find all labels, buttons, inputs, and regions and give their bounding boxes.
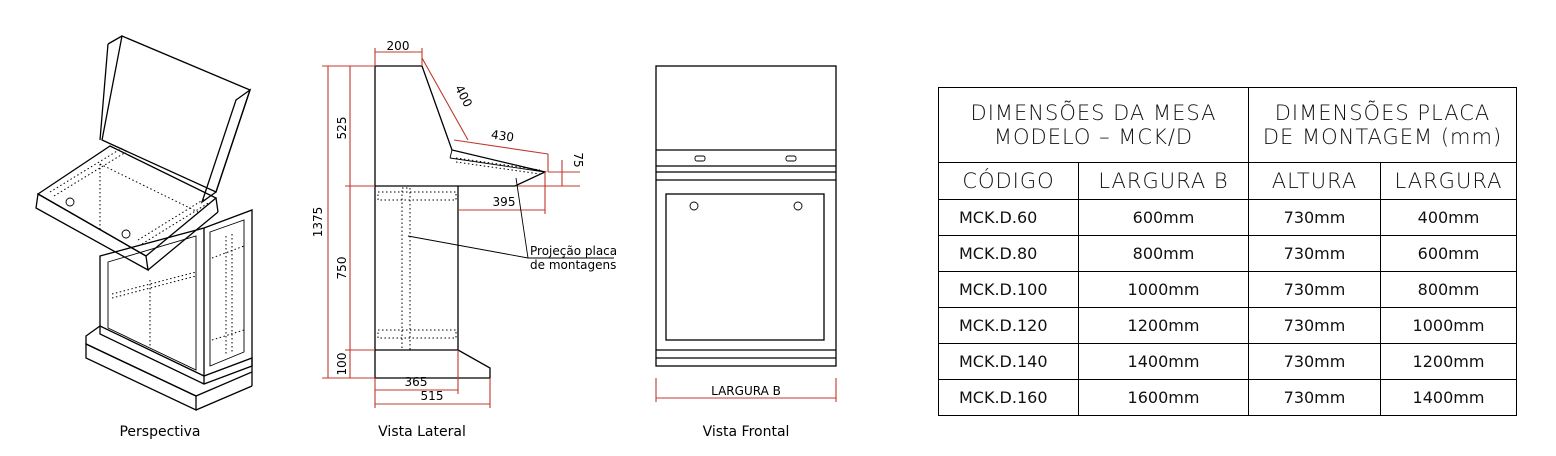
cell-plate-width: 1400mm [1380, 379, 1517, 416]
cell-code: MCK.D.140 [938, 343, 1079, 380]
header-left-line2: MODELO – MCK/D [993, 125, 1194, 149]
cell-code: MCK.D.160 [938, 379, 1079, 416]
perspective-caption: Perspectiva [119, 424, 200, 440]
technical-drawing: Perspectiva [35, 35, 837, 440]
dim-750: 750 [335, 257, 349, 280]
perspective-view: Perspectiva [35, 35, 253, 440]
mounting-plate-note-line2: de montagens [530, 258, 616, 272]
cell-plate-height: 730mm [1248, 379, 1381, 416]
front-view: LARGURA B Vista Frontal [655, 65, 837, 440]
cell-plate-height: 730mm [1248, 199, 1381, 236]
column-header-plate-width: LARGURA [1380, 162, 1517, 200]
dim-400: 400 [452, 83, 475, 110]
table-column-header-row: CÓDIGO LARGURA B ALTURA LARGURA [938, 162, 1517, 200]
cell-width-b: 600mm [1078, 199, 1249, 236]
cell-plate-width: 400mm [1380, 199, 1517, 236]
column-header-width-b: LARGURA B [1078, 162, 1249, 200]
cell-width-b: 1400mm [1078, 343, 1249, 380]
dim-75: 75 [571, 152, 585, 167]
lateral-view: 200 400 430 75 525 1375 395 750 100 365 … [311, 39, 617, 440]
front-caption: Vista Frontal [703, 424, 790, 440]
cell-plate-width: 800mm [1380, 271, 1517, 308]
dim-515: 515 [421, 389, 444, 403]
dim-395: 395 [493, 195, 516, 209]
dim-200: 200 [387, 39, 410, 53]
cell-plate-height: 730mm [1248, 307, 1381, 344]
cell-plate-height: 730mm [1248, 271, 1381, 308]
header-right-line2: DE MONTAGEM (mm) [1262, 125, 1503, 149]
header-plate-dimensions: DIMENSÕES PLACA DE MONTAGEM (mm) [1248, 87, 1517, 163]
column-header-code: CÓDIGO [938, 162, 1079, 200]
cell-plate-height: 730mm [1248, 235, 1381, 272]
cell-code: MCK.D.80 [938, 235, 1079, 272]
dim-100: 100 [335, 353, 349, 376]
lateral-caption: Vista Lateral [378, 424, 466, 440]
cell-plate-width: 1200mm [1380, 343, 1517, 380]
header-left-line1: DIMENSÕES DA MESA [970, 101, 1217, 125]
cell-width-b: 800mm [1078, 235, 1249, 272]
dim-430: 430 [490, 128, 515, 145]
table-header-row: DIMENSÕES DA MESA MODELO – MCK/D DIMENSÕ… [938, 87, 1517, 163]
dim-525: 525 [335, 117, 349, 140]
header-table-dimensions: DIMENSÕES DA MESA MODELO – MCK/D [938, 87, 1249, 163]
cell-plate-width: 600mm [1380, 235, 1517, 272]
mounting-plate-note-line1: Projeção placa [530, 244, 617, 258]
dim-365: 365 [405, 375, 428, 389]
cell-code: MCK.D.60 [938, 199, 1079, 236]
front-width-label: LARGURA B [711, 384, 781, 398]
cell-code: MCK.D.100 [938, 271, 1079, 308]
dim-1375: 1375 [311, 207, 325, 238]
dimensions-table: DIMENSÕES DA MESA MODELO – MCK/D DIMENSÕ… [938, 87, 1517, 416]
cell-width-b: 1200mm [1078, 307, 1249, 344]
header-right-line1: DIMENSÕES PLACA [1274, 101, 1491, 125]
cell-plate-height: 730mm [1248, 343, 1381, 380]
cell-width-b: 1600mm [1078, 379, 1249, 416]
cell-code: MCK.D.120 [938, 307, 1079, 344]
cell-width-b: 1000mm [1078, 271, 1249, 308]
column-header-plate-height: ALTURA [1248, 162, 1381, 200]
cell-plate-width: 1000mm [1380, 307, 1517, 344]
